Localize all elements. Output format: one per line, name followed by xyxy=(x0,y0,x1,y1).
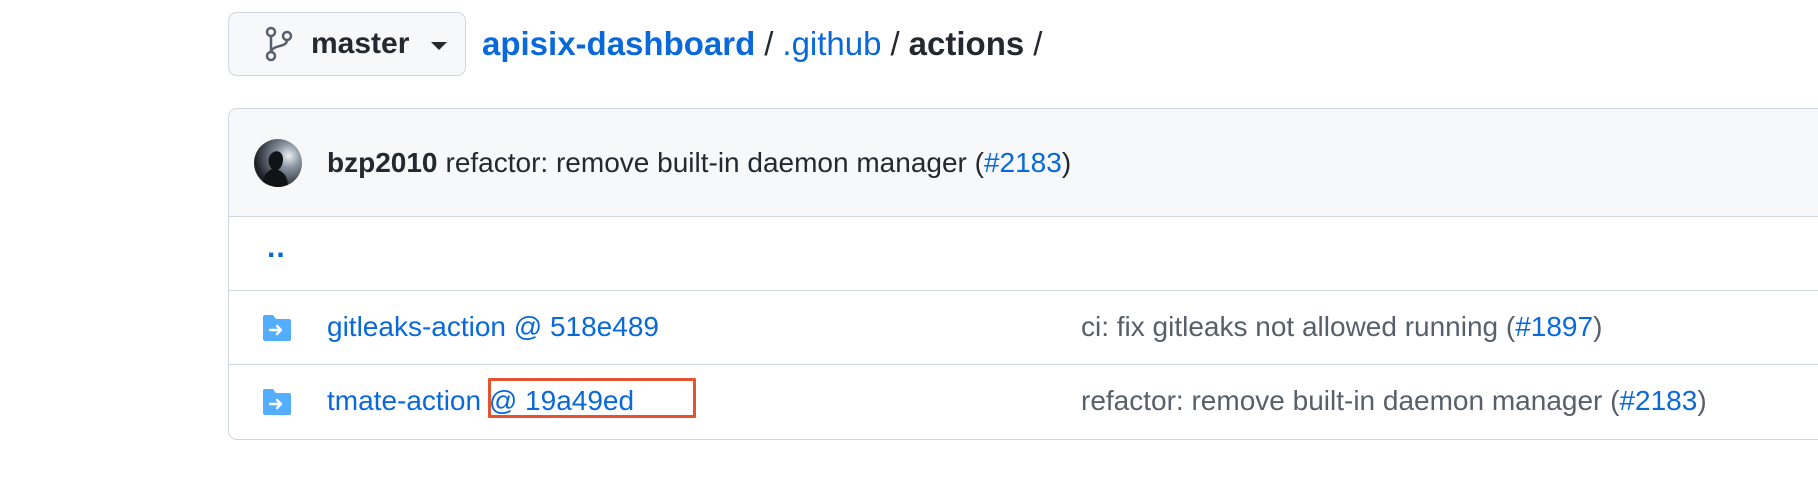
commit-message-suffix: ) xyxy=(1061,146,1072,178)
submodule-folder-icon xyxy=(261,313,293,343)
breadcrumb-separator: / xyxy=(764,25,774,62)
breadcrumb-separator: / xyxy=(890,25,900,62)
breadcrumb-dir-link[interactable]: .github xyxy=(782,25,882,62)
file-browser: bzp2010 refactor: remove built-in daemon… xyxy=(228,108,1818,440)
file-commit-message-suffix: ) xyxy=(1593,311,1603,342)
file-commit-message-text: ci: fix gitleaks not allowed running ( xyxy=(1081,311,1516,342)
commit-message-text: refactor: remove built-in daemon manager… xyxy=(445,146,984,178)
commit-author[interactable]: bzp2010 xyxy=(327,146,438,178)
avatar[interactable] xyxy=(254,138,302,187)
file-commit-pr-link[interactable]: #2183 xyxy=(1619,385,1698,416)
file-commit-message-text: refactor: remove built-in daemon manager… xyxy=(1081,385,1620,416)
parent-dir-link[interactable]: .. xyxy=(267,231,286,264)
parent-dir-row: .. xyxy=(229,217,1818,291)
chevron-down-icon xyxy=(431,42,448,50)
breadcrumb-separator: / xyxy=(1033,25,1043,62)
file-commit-message-suffix: ) xyxy=(1697,385,1707,416)
file-commit-pr-link[interactable]: #1897 xyxy=(1515,311,1594,342)
file-name-link[interactable]: gitleaks-action @ 518e489 xyxy=(327,311,659,342)
submodule-folder-icon xyxy=(261,387,293,417)
file-name-link[interactable]: tmate-action @ 19a49ed xyxy=(327,385,635,416)
file-commit-message[interactable]: ci: fix gitleaks not allowed running (#1… xyxy=(1081,311,1602,343)
latest-commit-bar: bzp2010 refactor: remove built-in daemon… xyxy=(229,109,1818,217)
commit-pr-link[interactable]: #2183 xyxy=(983,146,1062,178)
file-commit-message[interactable]: refactor: remove built-in daemon manager… xyxy=(1081,385,1707,417)
git-branch-icon xyxy=(265,26,293,62)
commit-message[interactable]: refactor: remove built-in daemon manager… xyxy=(446,147,1072,179)
breadcrumb-repo-link[interactable]: apisix-dashboard xyxy=(482,25,756,62)
breadcrumb: apisix-dashboard / .github / actions / xyxy=(482,22,1051,66)
breadcrumb-current: actions xyxy=(908,25,1025,62)
branch-name: master xyxy=(311,27,410,60)
table-row: gitleaks-action @ 518e489 ci: fix gitlea… xyxy=(229,291,1818,365)
table-row: tmate-action @ 19a49ed refactor: remove … xyxy=(229,365,1818,439)
branch-select-button[interactable]: master xyxy=(228,12,466,76)
